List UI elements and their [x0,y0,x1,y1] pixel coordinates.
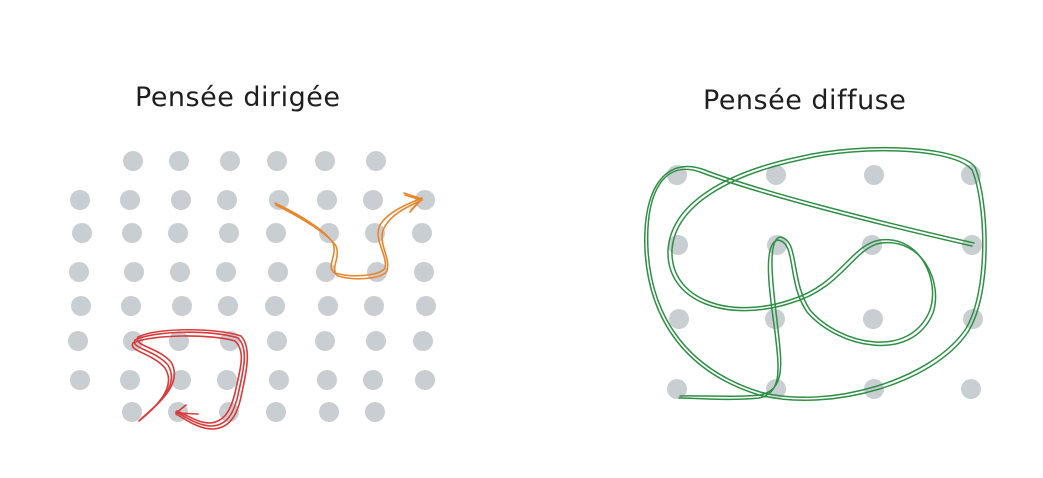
grid-dot [415,370,435,390]
grid-dot [863,309,883,329]
grid-dot [366,151,386,171]
grid-dot [416,296,436,316]
red-path-stroke-3 [131,335,243,424]
grid-dot [864,165,884,185]
grid-dot [265,296,285,316]
grid-dot [267,331,287,351]
grid-dot [171,190,191,210]
grid-dot [266,402,286,422]
orange-path-stroke-2 [275,199,423,280]
grid-dot [267,151,287,171]
grid-dot [412,223,432,243]
grid-dot [70,370,90,390]
grid-dot [122,223,142,243]
grid-dot [218,296,238,316]
red-path [131,329,249,430]
grid-dot [124,262,144,282]
grid-dot [71,296,91,316]
grid-dot [120,190,140,210]
grid-dot [365,223,385,243]
grid-dot [268,262,288,282]
grid-dot [962,235,982,255]
grid-dot [220,331,240,351]
green-path [644,146,987,401]
title-diffuse-thinking: Pensée diffuse [703,85,907,116]
grid-dot [220,151,240,171]
grid-dot [413,331,433,351]
grid-dot [172,296,192,316]
grid-dot [766,165,786,185]
grid-dot [120,370,140,390]
grid-dot [415,190,435,210]
red-path-stroke-2 [136,329,249,430]
orange-path-stroke-1 [274,197,423,277]
grid-dot [363,190,383,210]
grid-dot [315,331,335,351]
grid-dot [862,235,882,255]
grid-dot [123,151,143,171]
orange-arrowhead-2 [404,194,422,211]
grid-dot [69,262,89,282]
grid-dot [169,151,189,171]
grid-dot [414,262,434,282]
grid-dot [171,370,191,390]
grid-dot [68,331,88,351]
grid-dot [170,262,190,282]
right-dot-grid [667,165,983,399]
grid-dot [72,223,92,243]
grid-dot [364,296,384,316]
grid-dot [668,235,688,255]
red-path-stroke-1 [133,331,246,427]
grid-dot [961,379,981,399]
green-path-stroke-2 [644,146,987,401]
grid-dot [319,223,339,243]
green-path-stroke-1 [646,149,984,398]
grid-dot [266,223,286,243]
left-dot-grid [68,151,436,422]
grid-dot [269,370,289,390]
grid-dot [169,331,189,351]
grid-dot [217,190,237,210]
grid-dot [122,402,142,422]
grid-dot [365,402,385,422]
grid-dot [366,331,386,351]
grid-dot [168,223,188,243]
grid-dot [367,262,387,282]
grid-dot [317,370,337,390]
grid-dot [669,309,689,329]
title-focused-thinking: Pensée dirigée [135,82,341,113]
grid-dot [319,402,339,422]
grid-dot [318,296,338,316]
grid-dot [667,379,687,399]
grid-dot [315,151,335,171]
grid-dot [217,370,237,390]
grid-dot [363,370,383,390]
grid-dot [121,296,141,316]
orange-path [274,192,423,280]
grid-dot [765,309,785,329]
grid-dot [269,190,289,210]
grid-dot [216,262,236,282]
red-arrowhead [175,404,199,415]
grid-dot [70,190,90,210]
grid-dot [317,190,337,210]
grid-dot [864,379,884,399]
grid-dot [219,223,239,243]
